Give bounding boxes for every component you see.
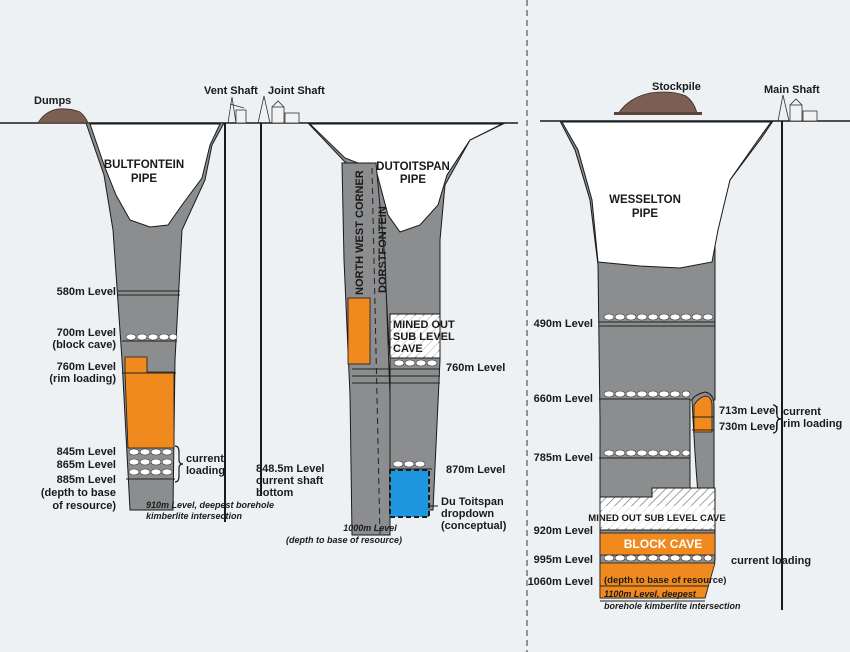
nw-corner-dashed-shaft (371, 167, 381, 536)
nw-corner-ore-block (347, 297, 371, 365)
bultfontein-loading-1: current (186, 453, 224, 465)
wesselton-base-label: (depth to base of resource) (604, 575, 726, 586)
bultfontein-current-loading-brace (174, 445, 184, 483)
bultfontein-name-1: BULTFONTEIN (104, 159, 184, 171)
vent-shaft-headframe (227, 96, 247, 124)
dropdown-label-2: dropdown (441, 508, 494, 520)
joint-shaft-label: Joint Shaft (268, 85, 325, 97)
bultfontein-885-label: 885m Level (57, 474, 116, 486)
wesselton-crater (561, 121, 772, 269)
dorstfontein-label: DORSTFONTEIN (377, 206, 389, 293)
wesselton-1060-label: 1060m Level (528, 576, 593, 588)
block-cave-label: BLOCK CAVE (624, 537, 702, 551)
bultfontein-borehole-2: kimberlite intersection (146, 511, 243, 521)
bultfontein-drawbell-row-845 (128, 448, 173, 476)
dutoitspan-mined-out-3: CAVE (393, 343, 423, 355)
du-toitspan-dropdown-block (389, 469, 430, 518)
wesselton-current-loading-label: current loading (731, 555, 811, 567)
bultfontein-ore-rim (124, 356, 175, 449)
wesselton-borehole-1: 1100m Level, deepest (604, 589, 697, 599)
wesselton-drawbell-row-785 (603, 449, 691, 457)
wesselton-920-label: 920m Level (534, 525, 593, 537)
bultfontein-borehole-1: 910m Level, deepest borehole (146, 500, 274, 510)
dutoitspan-760-label: 760m Level (446, 362, 505, 374)
bultfontein-885-sub-1: (depth to base (41, 487, 116, 499)
dumps-label: Dumps (34, 95, 71, 107)
wesselton-730-label: 730m Level (719, 421, 778, 433)
bultfontein-760-label: 760m Level (57, 361, 116, 373)
wesselton-name-1: WESSELTON (609, 194, 681, 206)
shaft-bottom-2: current shaft (256, 475, 324, 487)
stockpile-mound (617, 91, 698, 115)
bultfontein-845-label: 845m Level (57, 446, 116, 458)
main-shaft-headframe (777, 94, 818, 122)
vent-shaft-label: Vent Shaft (204, 85, 258, 97)
dutoitspan-mined-out-2: SUB LEVEL (393, 331, 455, 343)
dropdown-label-1: Du Toitspan (441, 496, 504, 508)
bultfontein-crater (89, 123, 221, 228)
wesselton-rim-1: current (783, 406, 821, 418)
dutoitspan-870-label: 870m Level (446, 464, 505, 476)
dutoitspan-pipe (306, 122, 506, 536)
dutoitspan-name-1: DUTOITSPAN (376, 161, 450, 173)
bultfontein-885-sub-2: of resource) (52, 500, 116, 512)
wesselton-995-label: 995m Level (534, 554, 593, 566)
bultfontein-700-sub: (block cave) (52, 339, 116, 351)
joint-shaft-headframe (257, 95, 300, 124)
dropdown-label-3: (conceptual) (441, 520, 507, 532)
dumps-mound (37, 108, 89, 124)
wesselton-785-label: 785m Level (534, 452, 593, 464)
wesselton-drawbell-row-660 (603, 390, 691, 398)
wesselton-rim-ore (693, 395, 713, 433)
bultfontein-580-label: 580m Level (57, 286, 116, 298)
bultfontein-drawbell-row-700 (125, 333, 178, 341)
bultfontein-865-label: 865m Level (57, 459, 116, 471)
dutoitspan-base-2: (depth to base of resource) (286, 535, 402, 545)
wesselton-mined-out-label: MINED OUT SUB LEVEL CAVE (588, 513, 725, 524)
wesselton-drawbell-row-995 (603, 554, 713, 562)
stockpile-label: Stockpile (652, 81, 701, 93)
wesselton-rim-2: rim loading (783, 418, 842, 430)
shaft-bottom-3: bottom (256, 487, 293, 499)
bultfontein-pipe (85, 122, 225, 511)
wesselton-borehole-2: borehole kimberlite intersection (604, 601, 741, 611)
block-cave-band (599, 532, 716, 556)
wesselton-drawbell-row-490 (603, 313, 714, 321)
shaft-bottom-1: 848.5m Level (256, 463, 325, 475)
wesselton-pipe (559, 120, 782, 602)
bultfontein-700-label: 700m Level (57, 327, 116, 339)
wesselton-660-label: 660m Level (534, 393, 593, 405)
bultfontein-loading-2: loading (186, 465, 225, 477)
dutoitspan-drawbell-row-760 (393, 359, 438, 367)
dutoitspan-base-1: 1000m Level (343, 523, 397, 533)
nw-corner-label: NORTH WEST CORNER (354, 170, 366, 295)
wesselton-713-label: 713m Level (719, 405, 778, 417)
dutoitspan-drawbell-row-870 (392, 460, 426, 468)
bultfontein-760-sub: (rim loading) (49, 373, 116, 385)
main-shaft-label: Main Shaft (764, 84, 820, 96)
bultfontein-name-2: PIPE (131, 173, 158, 185)
wesselton-name-2: PIPE (632, 208, 659, 220)
wesselton-490-label: 490m Level (534, 318, 593, 330)
dutoitspan-mined-out-1: MINED OUT (393, 319, 455, 331)
dutoitspan-name-2: PIPE (400, 174, 427, 186)
